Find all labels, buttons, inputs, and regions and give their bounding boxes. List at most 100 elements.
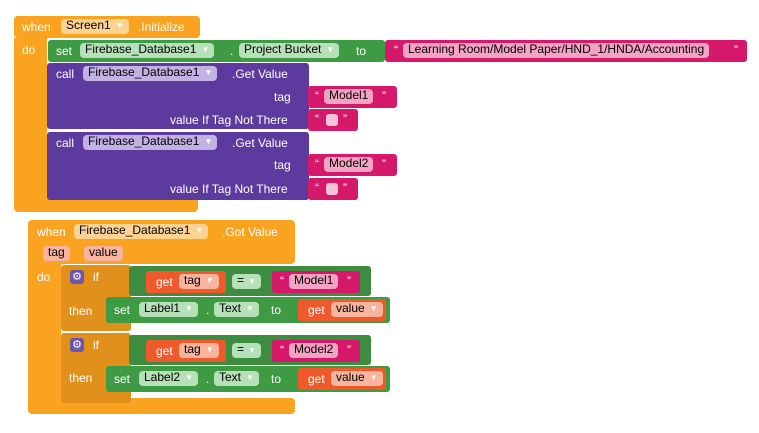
value-var-label: value xyxy=(336,370,365,384)
property-dropdown[interactable]: Project Bucket ▼ xyxy=(239,42,340,58)
chevron-down-icon: ▼ xyxy=(204,137,213,146)
default-socket-label: value If Tag Not There xyxy=(170,182,288,196)
chevron-down-icon: ▼ xyxy=(195,226,204,235)
get-label: get xyxy=(308,372,325,386)
label-property-label: Text xyxy=(219,301,242,315)
gear-icon[interactable]: ⚙ xyxy=(70,338,84,352)
call-component-dropdown-2[interactable]: Firebase_Database1 ▼ xyxy=(83,134,218,150)
value-var-dropdown[interactable]: value ▼ xyxy=(331,371,383,386)
event-do-strip xyxy=(14,38,47,198)
label-component-dropdown[interactable]: Label1 ▼ xyxy=(139,301,199,317)
quote-open-icon: “ xyxy=(280,274,284,288)
property-dropdown-label: Project Bucket xyxy=(244,42,322,56)
quote-close-icon: ” xyxy=(382,157,386,171)
chevron-down-icon: ▼ xyxy=(185,304,194,313)
get-label: get xyxy=(156,344,173,358)
quote-close-icon: ” xyxy=(382,89,386,103)
event-footer xyxy=(14,196,198,212)
label-property-dropdown[interactable]: Text ▼ xyxy=(214,301,260,317)
event-do-strip xyxy=(28,262,61,402)
when-label: when xyxy=(37,225,66,239)
when-label: when xyxy=(22,20,51,34)
compare-text-label: Model2 xyxy=(294,342,334,356)
operator-label: = xyxy=(237,342,245,356)
dot-label: . xyxy=(206,303,210,317)
tag-socket-label: tag xyxy=(274,158,291,172)
set-label: set xyxy=(114,372,131,386)
param-tag[interactable]: tag xyxy=(43,246,70,261)
chevron-down-icon: ▼ xyxy=(185,373,194,382)
chevron-down-icon: ▼ xyxy=(246,373,255,382)
to-label: to xyxy=(271,372,282,386)
chevron-down-icon: ▼ xyxy=(115,21,124,30)
chevron-down-icon: ▼ xyxy=(248,346,256,355)
label-property-dropdown[interactable]: Text ▼ xyxy=(214,370,260,386)
call-component-label: Firebase_Database1 xyxy=(88,134,200,148)
if-label: if xyxy=(93,270,99,284)
var-dropdown-label: tag xyxy=(184,342,201,356)
screen-dropdown[interactable]: Screen1▼ xyxy=(61,19,129,34)
to-label: to xyxy=(356,44,367,58)
tag-text-label: Model1 xyxy=(329,88,369,102)
dot-label: . xyxy=(230,44,234,58)
chevron-down-icon: ▼ xyxy=(204,68,213,77)
compare-text-value-1[interactable]: Model1 xyxy=(289,273,339,289)
method-label: .Get Value xyxy=(232,67,288,81)
var-dropdown[interactable]: tag ▼ xyxy=(179,274,219,289)
value-var-dropdown[interactable]: value ▼ xyxy=(331,302,383,317)
operator-dropdown[interactable]: =▼ xyxy=(232,343,261,358)
chevron-down-icon: ▼ xyxy=(369,373,378,382)
call-component-label: Firebase_Database1 xyxy=(88,65,200,79)
quote-open-icon: “ xyxy=(315,181,319,195)
value-var-label: value xyxy=(336,301,365,315)
chevron-down-icon: ▼ xyxy=(248,277,256,286)
get-label: get xyxy=(308,303,325,317)
call-label: call xyxy=(56,67,75,81)
param-value[interactable]: value xyxy=(84,246,123,261)
gear-icon[interactable]: ⚙ xyxy=(70,270,84,284)
var-dropdown[interactable]: tag ▼ xyxy=(179,343,219,358)
quote-open-icon: “ xyxy=(315,89,319,103)
label-component-dropdown[interactable]: Label2▼ xyxy=(139,371,199,386)
set-label: set xyxy=(114,303,131,317)
method-label: .Get Value xyxy=(232,136,288,150)
do-label: do xyxy=(37,270,51,284)
tag-text-value-2[interactable]: Model2 xyxy=(324,156,374,172)
event-name: .Initialize xyxy=(138,20,185,34)
chevron-down-icon: ▼ xyxy=(369,304,378,313)
label-component-label: Label1 xyxy=(144,301,181,315)
tag-text-label: Model2 xyxy=(329,156,369,170)
do-label: do xyxy=(22,43,36,57)
call-component-dropdown-1[interactable]: Firebase_Database1 ▼ xyxy=(83,65,218,81)
label-property-label: Text xyxy=(219,370,242,384)
chevron-down-icon: ▼ xyxy=(246,304,255,313)
compare-text-label: Model1 xyxy=(294,273,334,287)
compare-text-value-2[interactable]: Model2 xyxy=(289,342,339,358)
chevron-down-icon: ▼ xyxy=(205,276,214,285)
event-name: .Got Value xyxy=(222,225,278,239)
component-dropdown[interactable]: Firebase_Database1▼ xyxy=(80,42,215,58)
component-dropdown[interactable]: Firebase_Database1 ▼ xyxy=(74,223,209,239)
param-tag-label: tag xyxy=(48,245,65,259)
empty-string-field[interactable] xyxy=(326,183,338,195)
tag-socket-label: tag xyxy=(274,90,291,104)
quote-open-icon: “ xyxy=(315,157,319,171)
quote-open-icon: “ xyxy=(394,43,398,57)
bucket-text-label: Learning Room/Model Paper/HND_1/HNDA/Acc… xyxy=(408,42,705,56)
dot-label: . xyxy=(206,372,210,386)
chevron-down-icon: ▼ xyxy=(326,45,335,54)
chevron-down-icon: ▼ xyxy=(205,345,214,354)
quote-close-icon: ” xyxy=(343,181,347,195)
to-label: to xyxy=(271,303,282,317)
set-label: set xyxy=(56,44,73,58)
component-dropdown-label: Firebase_Database1 xyxy=(79,223,191,237)
bucket-text-value[interactable]: Learning Room/Model Paper/HND_1/HNDA/Acc… xyxy=(403,42,710,58)
var-dropdown-label: tag xyxy=(184,273,201,287)
operator-dropdown[interactable]: =▼ xyxy=(232,274,261,289)
quote-close-icon: ” xyxy=(734,43,738,57)
quote-open-icon: “ xyxy=(315,112,319,126)
empty-string-field[interactable] xyxy=(326,114,338,126)
component-dropdown-label: Firebase_Database1 xyxy=(85,42,197,56)
operator-label: = xyxy=(237,273,245,287)
tag-text-value-1[interactable]: Model1 xyxy=(324,88,374,104)
